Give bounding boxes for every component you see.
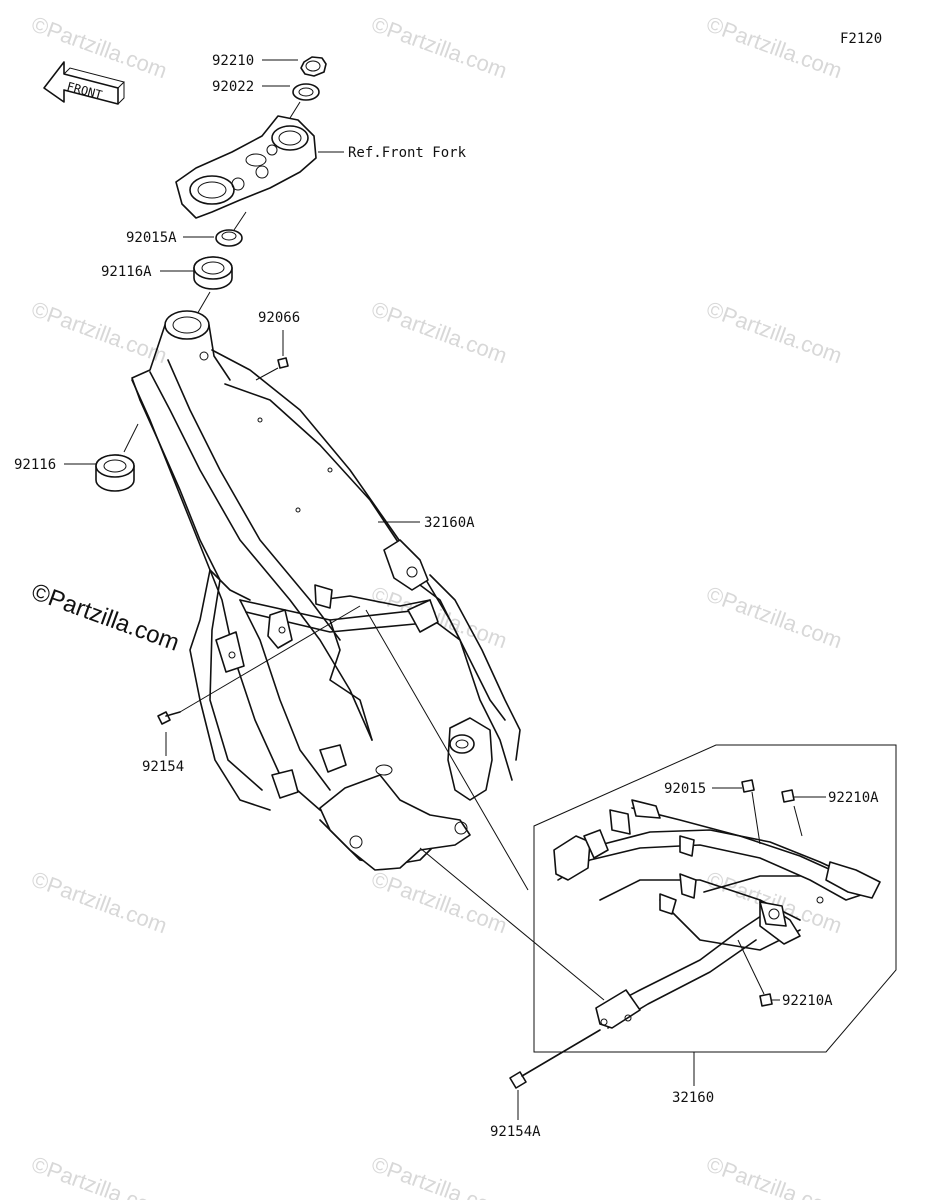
watermark: ©Partzilla.com bbox=[703, 296, 845, 368]
watermark: ©Partzilla.com bbox=[28, 866, 170, 938]
watermark: ©Partzilla.com bbox=[368, 866, 510, 938]
watermark: ©Partzilla.com bbox=[28, 296, 170, 368]
label-92154: 92154 bbox=[142, 759, 184, 775]
label-92210A-top: 92210A bbox=[828, 790, 879, 806]
label-32160: 32160 bbox=[672, 1090, 714, 1106]
watermark: ©Partzilla.com bbox=[703, 1151, 845, 1200]
bearing-92116 bbox=[95, 454, 135, 492]
watermark: ©Partzilla.com bbox=[28, 11, 170, 83]
watermark: ©Partzilla.com bbox=[368, 1151, 510, 1200]
label-92154A: 92154A bbox=[490, 1124, 541, 1140]
watermark: ©Partzilla.com bbox=[368, 581, 510, 653]
washer-92022 bbox=[292, 83, 320, 101]
main-frame-32160A bbox=[131, 310, 521, 871]
nut-92210 bbox=[300, 56, 327, 77]
bolt-92015 bbox=[741, 779, 755, 793]
label-92015A: 92015A bbox=[126, 230, 177, 246]
label-32160A: 32160A bbox=[424, 515, 475, 531]
figure-code: F2120 bbox=[840, 31, 882, 47]
watermark: ©Partzilla.com bbox=[368, 11, 510, 83]
partzilla-watermark: ©Partzilla.com bbox=[28, 578, 183, 656]
plug-92066 bbox=[277, 357, 289, 369]
nut-92210A-top bbox=[781, 789, 795, 803]
watermark: ©Partzilla.com bbox=[28, 1151, 170, 1200]
label-92116A: 92116A bbox=[101, 264, 152, 280]
label-92022: 92022 bbox=[212, 79, 254, 95]
bolt-92154A bbox=[509, 1029, 601, 1089]
watermark: ©Partzilla.com bbox=[703, 581, 845, 653]
label-ref-front-fork: Ref.Front Fork bbox=[348, 145, 467, 161]
upper-triple-clamp bbox=[175, 115, 317, 219]
label-92210: 92210 bbox=[212, 53, 254, 69]
watermark: ©Partzilla.com bbox=[703, 11, 845, 83]
watermark: ©Partzilla.com bbox=[368, 296, 510, 368]
subframe-group-outline bbox=[533, 744, 897, 1053]
subframe-32160 bbox=[553, 799, 881, 1029]
nut-92210A-bottom bbox=[759, 993, 773, 1007]
bearing-92116A bbox=[193, 256, 233, 290]
watermark-grid: ©Partzilla.com ©Partzilla.com ©Partzilla… bbox=[28, 11, 845, 1200]
nut-92015A bbox=[215, 229, 243, 247]
label-92210A-bottom: 92210A bbox=[782, 993, 833, 1009]
bolt-92154 bbox=[157, 711, 181, 725]
label-92116: 92116 bbox=[14, 457, 56, 473]
label-92015: 92015 bbox=[664, 781, 706, 797]
label-92066: 92066 bbox=[258, 310, 300, 326]
front-arrow-icon: FRONT bbox=[43, 61, 125, 105]
